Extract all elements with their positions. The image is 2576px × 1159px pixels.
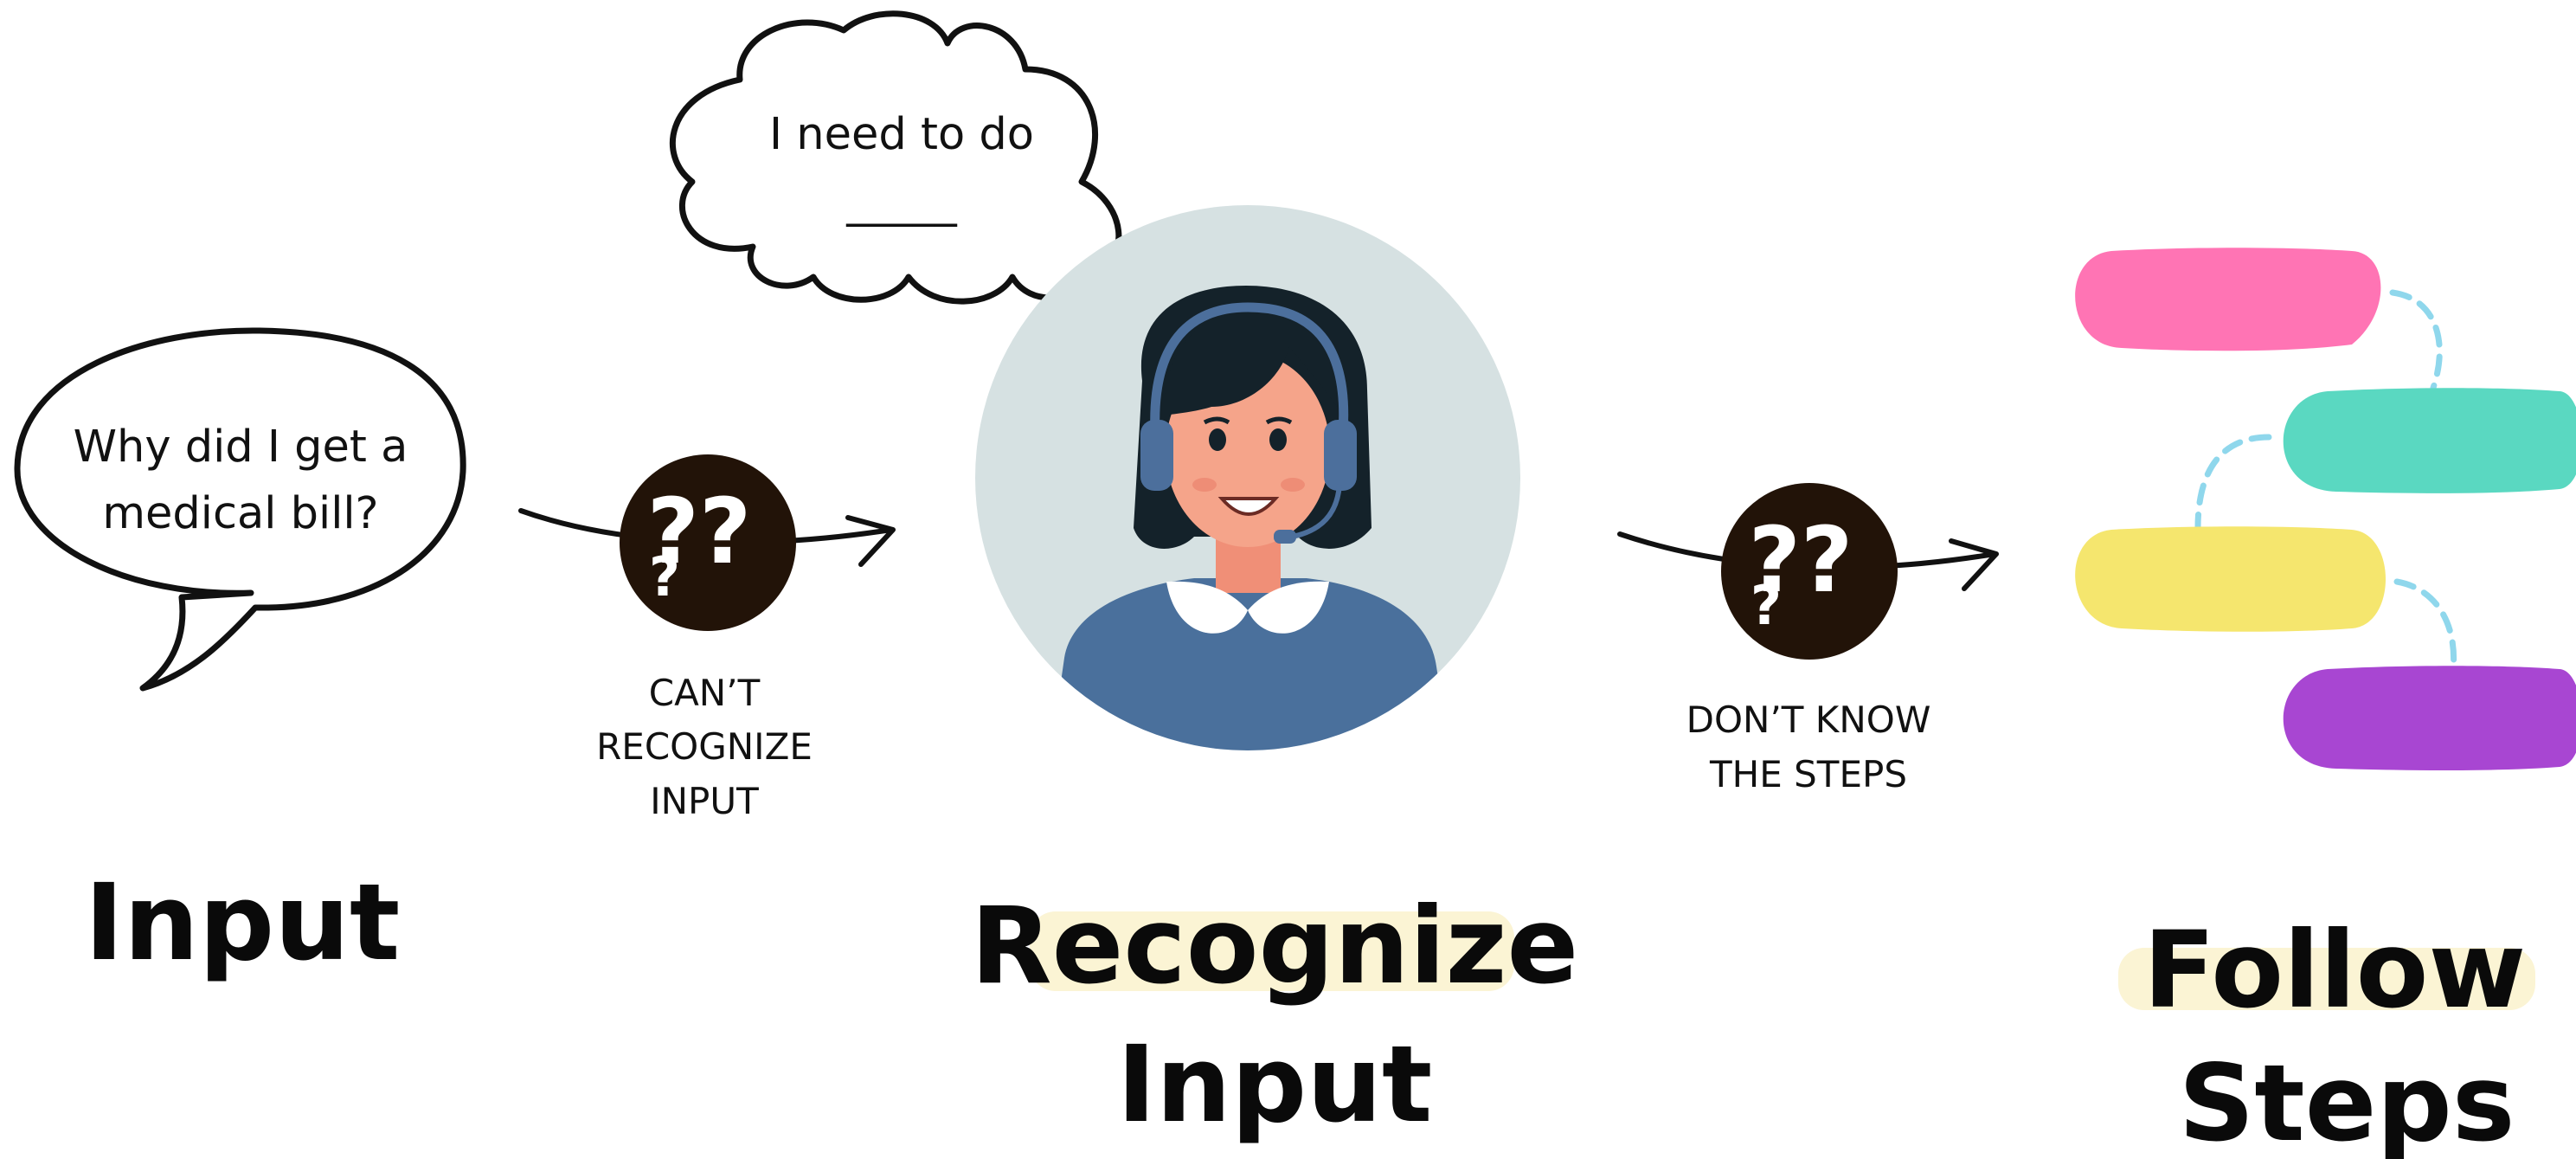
recognize-label-highlight bbox=[1030, 911, 1514, 991]
step-bar bbox=[2075, 526, 2386, 632]
speech-bubble-text-line2: medical bill? bbox=[102, 488, 378, 539]
connector-1-caption-line1: CAN’T bbox=[649, 672, 761, 714]
recognize-label-line1: Recognize bbox=[971, 885, 1579, 1008]
svg-text:??: ?? bbox=[1749, 507, 1853, 613]
connector-1-caption-line3: INPUT bbox=[650, 780, 759, 822]
support-agent-avatar bbox=[975, 205, 1520, 750]
connector-1-caption-line2: RECOGNIZE bbox=[596, 725, 813, 768]
input-label: Input bbox=[85, 861, 401, 984]
follow-label-line1: Follow bbox=[2143, 909, 2526, 1032]
connector-2-caption-line1: DON’T KNOW bbox=[1686, 699, 1931, 741]
step-bar bbox=[2283, 388, 2576, 493]
svg-text:?: ? bbox=[1751, 574, 1782, 637]
steps-label-line2: Steps bbox=[2179, 1042, 2515, 1159]
speech-bubble-icon bbox=[14, 327, 466, 692]
svg-text:??: ?? bbox=[647, 479, 752, 584]
question-marks-icon: ?? ? bbox=[1721, 483, 1898, 660]
thought-text-line1: I need to do bbox=[769, 109, 1034, 160]
thought-text-line2: _____ bbox=[845, 177, 957, 228]
step-bar bbox=[2283, 666, 2576, 770]
recognize-label-line2: Input bbox=[1117, 1023, 1433, 1146]
speech-bubble-text-line1: Why did I get a bbox=[74, 422, 408, 473]
svg-text:?: ? bbox=[649, 545, 680, 608]
follow-label-highlight bbox=[2118, 948, 2535, 1010]
connector-2-caption-line2: THE STEPS bbox=[1709, 753, 1907, 795]
step-bar bbox=[2075, 248, 2381, 351]
question-marks-icon: ?? ? bbox=[620, 454, 796, 631]
step-connectors bbox=[2194, 289, 2457, 674]
